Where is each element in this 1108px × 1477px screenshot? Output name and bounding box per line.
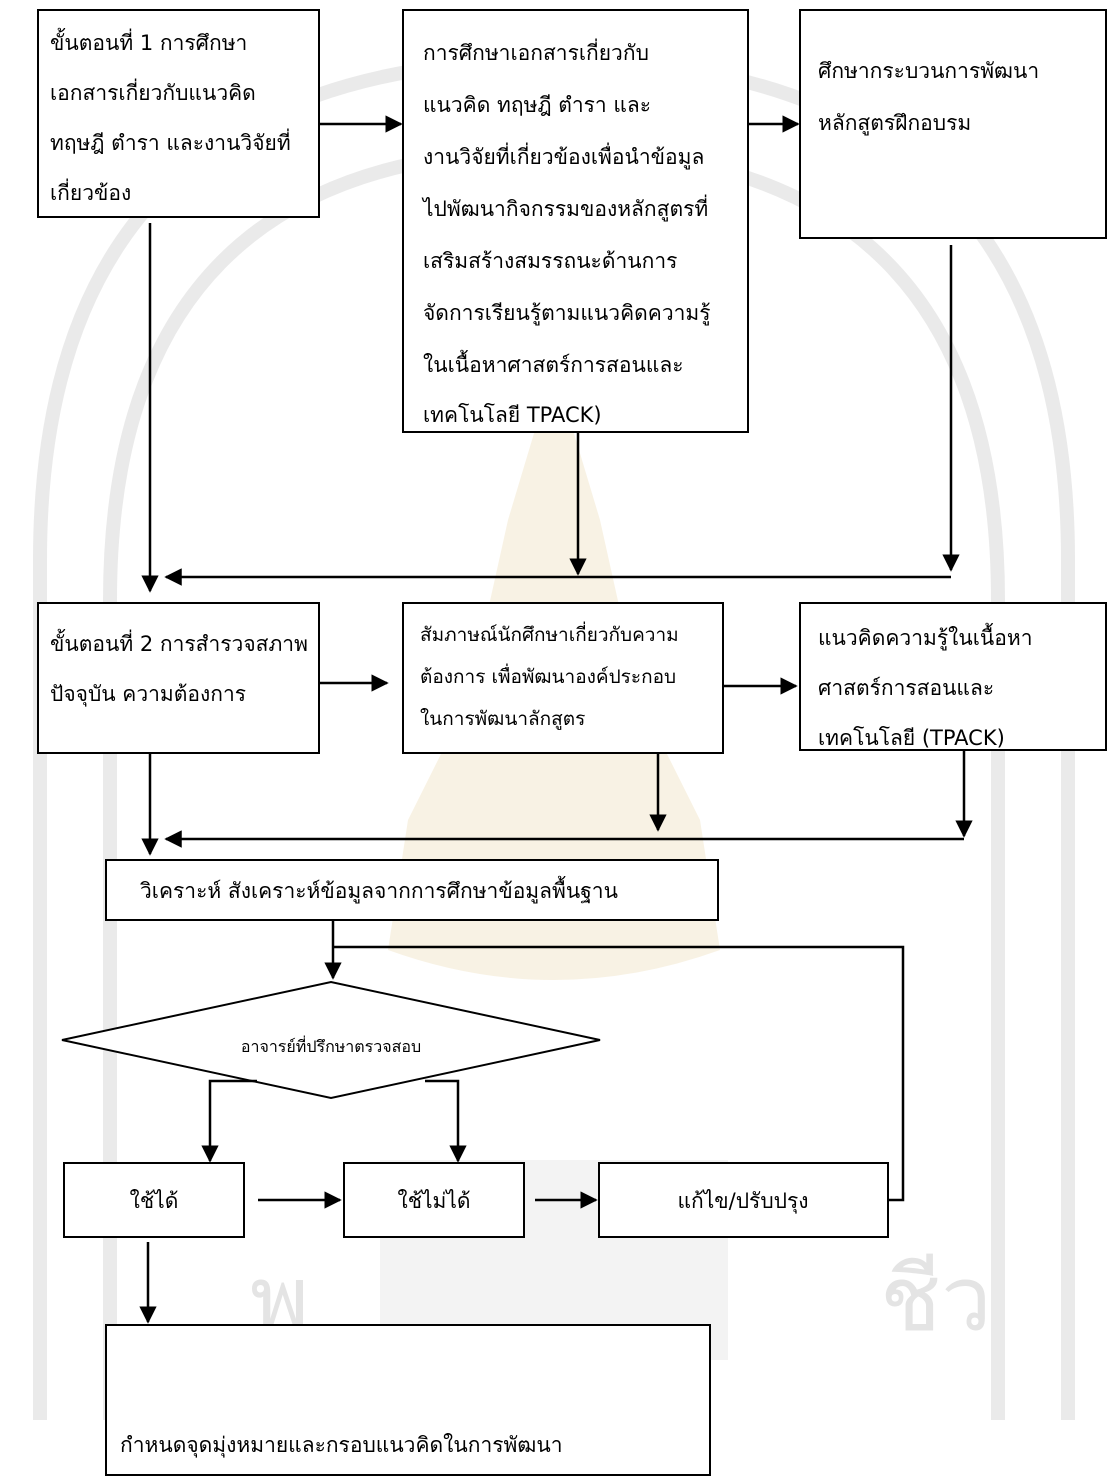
box-study-process-text: ศึกษากระบวนการพัฒนา หลักสูตรฝึกอบรม xyxy=(818,59,1046,136)
box-unusable xyxy=(343,1162,525,1238)
diamond-advisor xyxy=(61,980,601,1100)
box-usable xyxy=(63,1162,245,1238)
box-step2 xyxy=(37,602,320,754)
box-study-docs xyxy=(402,9,749,433)
box-analyze-text: วิเคราะห์ สังเคราะห์ข้อมูลจากการศึกษาข้อ… xyxy=(140,876,618,904)
box-interview-text: สัมภาษณ์นักศึกษาเกี่ยวกับความ ต้องการ เพ… xyxy=(420,621,685,730)
box-revise-text: แก้ไข/ปรับปรุง xyxy=(677,1189,808,1214)
arrow-advisor-to-unusable xyxy=(425,1079,467,1163)
box-unusable-text: ใช้ไม่ได้ xyxy=(397,1189,470,1213)
box-analyze xyxy=(105,859,719,921)
diamond-advisor-text: อาจารย์ที่ปรึกษาตรวจสอบ xyxy=(241,1035,421,1056)
box-tpack-text: แนวคิดความรู้ในเนื้อหา ศาสตร์การสอนและ เ… xyxy=(818,623,1039,750)
arrow-advisor-to-usable xyxy=(201,1079,257,1163)
box-usable-text: ใช้ได้ xyxy=(130,1189,179,1213)
watermark-text-right: ชีว xyxy=(880,1247,992,1352)
box-step1-text: ขั้นตอนที่ 1 การศึกษา เอกสารเกี่ยวกับแนว… xyxy=(50,28,297,205)
box-define-text: กำหนดจุดมุ่งหมายและกรอบแนวคิดในการพัฒนา xyxy=(120,1433,563,1458)
box-step2-text: ขั้นตอนที่ 2 การสำรวจสภาพ ปัจจุบัน ความต… xyxy=(50,629,315,707)
box-tpack xyxy=(799,602,1107,751)
box-revise xyxy=(598,1162,889,1238)
feedback-loop xyxy=(333,945,905,1202)
box-study-docs-text: การศึกษาเอกสารเกี่ยวกับ แนวคิด ทฤษฎี ตำร… xyxy=(421,38,717,427)
box-step1 xyxy=(37,9,320,218)
box-define xyxy=(105,1324,711,1476)
box-interview xyxy=(402,602,724,754)
box-study-process xyxy=(799,9,1107,239)
